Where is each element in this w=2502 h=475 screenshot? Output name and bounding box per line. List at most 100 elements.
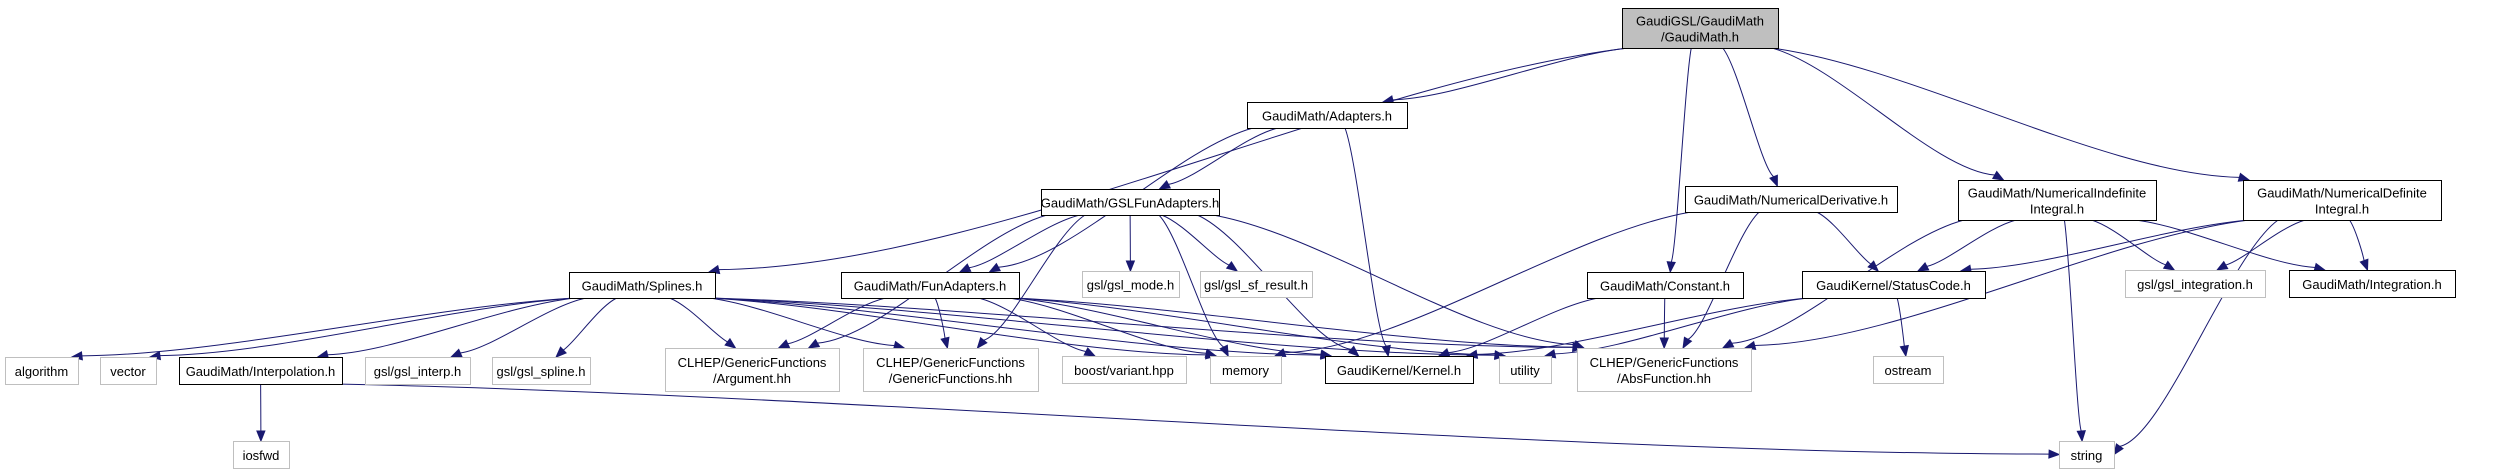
node-kernel[interactable]: GaudiKernel/Kernel.h [1325,356,1474,384]
edge-line [708,297,1496,356]
edge-root-to-adapters [1381,47,1629,105]
node-label: utility [1510,363,1540,378]
arrowhead-icon [958,263,972,273]
node-funadapters[interactable]: GaudiMath/FunAdapters.h [841,272,1020,299]
edge-root-to-numderiv [1722,47,1778,188]
node-label: CLHEP/GenericFunctions [1590,355,1739,370]
node-vector: vector [100,357,157,385]
edge-line [978,297,1087,353]
node-splines[interactable]: GaudiMath/Splines.h [569,272,716,299]
node-label: GaudiMath/NumericalDefinite [2257,186,2427,201]
arrowhead-icon [1225,260,1239,272]
node-label: memory [1222,363,1269,378]
node-statuscode[interactable]: GaudiKernel/StatusCode.h [1802,271,1986,299]
edge-line [669,297,728,343]
node-adapters[interactable]: GaudiMath/Adapters.h [1247,102,1408,129]
edge-numdef-to-statuscode [1959,219,2250,274]
edge-line [1008,297,1207,354]
node-root[interactable]: GaudiGSL/GaudiMath/GaudiMath.h [1622,8,1779,49]
node-interpolation[interactable]: GaudiMath/Interpolation.h [179,357,343,385]
edge-numindef-to-gslintegration [2091,219,2176,271]
edge-line [787,297,886,345]
node-integration[interactable]: GaudiMath/Integration.h [2289,270,2456,298]
edge-line [1344,127,1387,347]
edge-root-to-numindef [1771,47,2005,181]
node-box [863,348,1039,392]
edge-numderiv-to-statuscode [1816,211,1880,272]
arrowhead-icon [1666,261,1676,274]
arrowhead-icon [1682,336,1693,350]
arrowhead-icon [2048,449,2061,459]
arrowhead-icon [1769,174,1778,188]
edge-splines-to-algorithm [70,297,576,361]
arrowhead-icon [2076,430,2086,443]
edge-line [1771,47,1995,176]
arrowhead-icon [777,339,791,349]
node-box [100,357,157,385]
node-box [1210,356,1282,384]
nodes-layer: GaudiGSL/GaudiMath/GaudiMath.hGaudiMath/… [5,8,2456,469]
node-label: /GenericFunctions.hh [889,371,1013,386]
node-label: algorithm [15,364,68,379]
arrowhead-icon [1083,347,1097,357]
node-genericfunctions: CLHEP/GenericFunctions/GenericFunctions.… [863,348,1039,392]
edge-line [708,297,1322,356]
edge-constant-to-absfunction [1659,297,1670,350]
node-box [569,272,716,299]
node-label: iosfwd [243,448,280,463]
edge-line [1212,214,1575,346]
node-label: GaudiMath/Adapters.h [1262,109,1392,124]
node-label: string [2071,448,2103,463]
node-label: gsl/gsl_mode.h [1087,278,1174,293]
edge-line [1554,297,1809,355]
node-box [1325,356,1474,384]
edge-line [159,297,576,357]
node-box [665,348,840,392]
arrowhead-icon [2113,443,2124,456]
edge-line [708,297,1207,356]
node-box [1247,102,1408,129]
node-box [2289,270,2456,298]
arrowhead-icon [2359,258,2369,272]
edge-line [1926,219,2017,267]
edge-line [1284,211,1692,354]
edge-line [2063,219,2082,432]
edge-line [2349,219,2365,261]
edge-line [1012,297,1322,355]
node-box [1622,8,1779,49]
node-box [1062,356,1187,384]
node-box [1802,271,1986,299]
edge-root-to-numdef [1771,47,2251,182]
node-label: gsl/gsl_integration.h [2137,277,2253,292]
node-label: CLHEP/GenericFunctions [678,355,827,370]
edge-line [335,383,2050,455]
node-box [1041,189,1220,216]
node-label: /AbsFunction.hh [1617,371,1711,386]
node-ostream: ostream [1873,356,1944,384]
edge-line [1970,219,2250,270]
arrowhead-icon [449,348,463,358]
node-gslinterp: gsl/gsl_interp.h [365,357,471,385]
node-box [1577,348,1752,392]
arrowhead-icon [988,262,1002,273]
node-label: GaudiMath/FunAdapters.h [854,279,1006,294]
arrowhead-icon [1659,337,1670,350]
arrowhead-icon [1721,338,1735,349]
node-label: GaudiMath/NumericalIndefinite [1968,186,2146,201]
edge-root-to-splines [707,47,1629,275]
edge-line [1448,297,1599,354]
node-label: /Argument.hh [713,371,791,386]
node-gslfunadapters[interactable]: GaudiMath/GSLFunAdapters.h [1041,189,1220,216]
arrowhead-icon [724,337,737,349]
node-numderiv[interactable]: GaudiMath/NumericalDerivative.h [1685,186,1898,213]
node-label: Integral.h [2315,202,2369,217]
node-constant[interactable]: GaudiMath/Constant.h [1587,272,1744,299]
node-label: GaudiMath/NumericalDerivative.h [1694,193,1888,208]
edge-line [1161,214,1230,266]
node-box [492,357,591,385]
edge-adapters-to-gslfunadapters [1158,127,1278,190]
edge-root-to-constant [1666,47,1692,274]
node-argument: CLHEP/GenericFunctions/Argument.hh [665,348,840,392]
